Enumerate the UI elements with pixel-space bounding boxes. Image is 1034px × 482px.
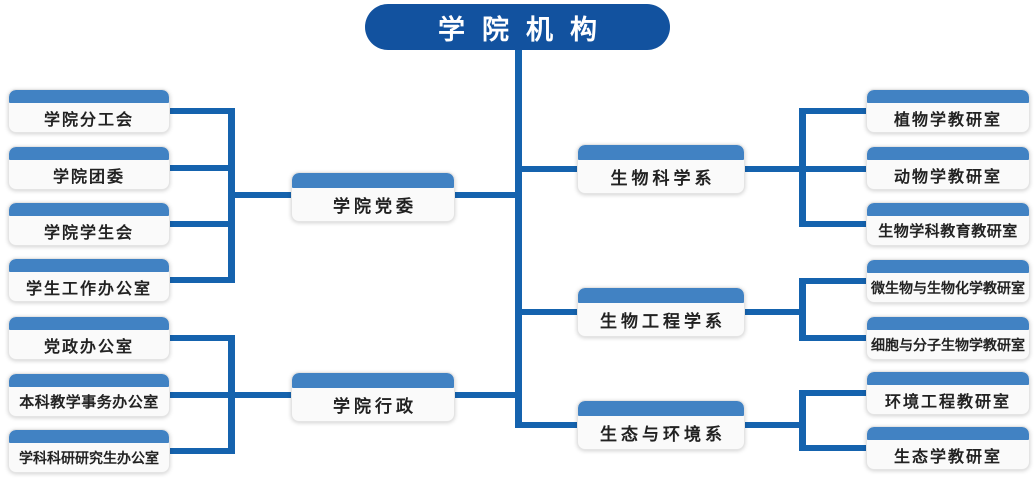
node-label: 学生工作办公室 bbox=[25, 280, 152, 298]
node-college-administration: 学院行政 bbox=[291, 372, 455, 422]
node-label: 细胞与分子生物学教研室 bbox=[871, 336, 1025, 353]
node-youth-league: 学院团委 bbox=[8, 146, 170, 190]
node-header-bar bbox=[9, 147, 169, 160]
node-student-union: 学院学生会 bbox=[8, 202, 170, 246]
node-header-bar bbox=[867, 372, 1029, 385]
connector-line bbox=[166, 165, 234, 171]
node-botany-office: 植物学教研室 bbox=[866, 89, 1030, 133]
bracket-connector-line bbox=[799, 108, 806, 227]
node-label: 生物学科教育教研室 bbox=[878, 223, 1018, 240]
node-cell-molecular-office: 细胞与分子生物学教研室 bbox=[866, 316, 1030, 360]
connector-line bbox=[799, 445, 870, 451]
node-header-bar bbox=[9, 203, 169, 216]
node-header-bar bbox=[867, 260, 1029, 273]
node-header-bar bbox=[578, 145, 744, 160]
node-label: 植物学教研室 bbox=[893, 111, 1002, 129]
trunk-connector-line bbox=[515, 44, 522, 428]
node-label: 本科教学事务办公室 bbox=[19, 394, 159, 411]
node-college-union: 学院分工会 bbox=[8, 89, 170, 133]
node-label: 学院分工会 bbox=[43, 111, 134, 129]
node-label: 学院党委 bbox=[333, 197, 417, 216]
connector-line bbox=[166, 448, 234, 454]
bracket-connector-line bbox=[799, 390, 806, 451]
node-header-bar bbox=[867, 203, 1029, 216]
node-party-admin-office: 党政办公室 bbox=[8, 316, 170, 360]
node-label: 学院学生会 bbox=[43, 224, 134, 242]
node-header-bar bbox=[292, 173, 454, 188]
node-label: 动物学教研室 bbox=[893, 168, 1002, 186]
node-ecology-office: 生态学教研室 bbox=[866, 426, 1030, 470]
node-label: 学院团委 bbox=[52, 168, 125, 186]
node-zoology-office: 动物学教研室 bbox=[866, 146, 1030, 190]
connector-line bbox=[166, 335, 234, 341]
connector-line bbox=[166, 221, 234, 227]
node-header-bar bbox=[867, 317, 1029, 330]
node-label: 生物工程学系 bbox=[600, 312, 726, 331]
node-label: 生态与环境系 bbox=[600, 425, 726, 444]
node-research-graduate-office: 学科科研研究生办公室 bbox=[8, 429, 170, 473]
node-student-affairs-office: 学生工作办公室 bbox=[8, 258, 170, 302]
node-header-bar bbox=[578, 288, 744, 303]
node-header-bar bbox=[9, 317, 169, 330]
node-label: 微生物与生物化学教研室 bbox=[871, 279, 1025, 296]
root-node-label: 学院机构 bbox=[438, 14, 614, 45]
connector-line bbox=[166, 392, 234, 398]
node-undergrad-teaching-office: 本科教学事务办公室 bbox=[8, 373, 170, 417]
bracket-connector-line bbox=[799, 278, 806, 341]
connector-line bbox=[166, 277, 234, 283]
node-header-bar bbox=[578, 401, 744, 416]
node-header-bar bbox=[867, 90, 1029, 103]
node-header-bar bbox=[292, 373, 454, 388]
node-env-engineering-office: 环境工程教研室 bbox=[866, 371, 1030, 415]
node-label: 生态学教研室 bbox=[893, 448, 1002, 466]
connector-line bbox=[799, 108, 870, 114]
node-header-bar bbox=[9, 374, 169, 387]
node-header-bar bbox=[867, 147, 1029, 160]
connector-line bbox=[166, 108, 234, 114]
node-microbio-biochem-office: 微生物与生物化学教研室 bbox=[866, 259, 1030, 303]
connector-line bbox=[799, 221, 870, 227]
node-dept-bio-engineering: 生物工程学系 bbox=[577, 287, 745, 337]
node-header-bar bbox=[9, 430, 169, 443]
connector-line bbox=[799, 390, 870, 396]
root-node-college-organization: 学院机构 bbox=[365, 4, 670, 50]
connector-line bbox=[799, 335, 870, 341]
node-header-bar bbox=[9, 259, 169, 272]
node-label: 学院行政 bbox=[333, 397, 417, 416]
node-header-bar bbox=[867, 427, 1029, 440]
node-header-bar bbox=[9, 90, 169, 103]
node-label: 党政办公室 bbox=[43, 338, 134, 356]
node-label: 学科科研研究生办公室 bbox=[19, 449, 159, 466]
node-dept-ecology-environment: 生态与环境系 bbox=[577, 400, 745, 450]
node-label: 环境工程教研室 bbox=[884, 393, 1011, 411]
connector-line bbox=[799, 278, 870, 284]
node-label: 生物科学系 bbox=[610, 169, 716, 188]
node-party-committee: 学院党委 bbox=[291, 172, 455, 222]
node-dept-bio-science: 生物科学系 bbox=[577, 144, 745, 194]
node-bio-education-office: 生物学科教育教研室 bbox=[866, 202, 1030, 246]
